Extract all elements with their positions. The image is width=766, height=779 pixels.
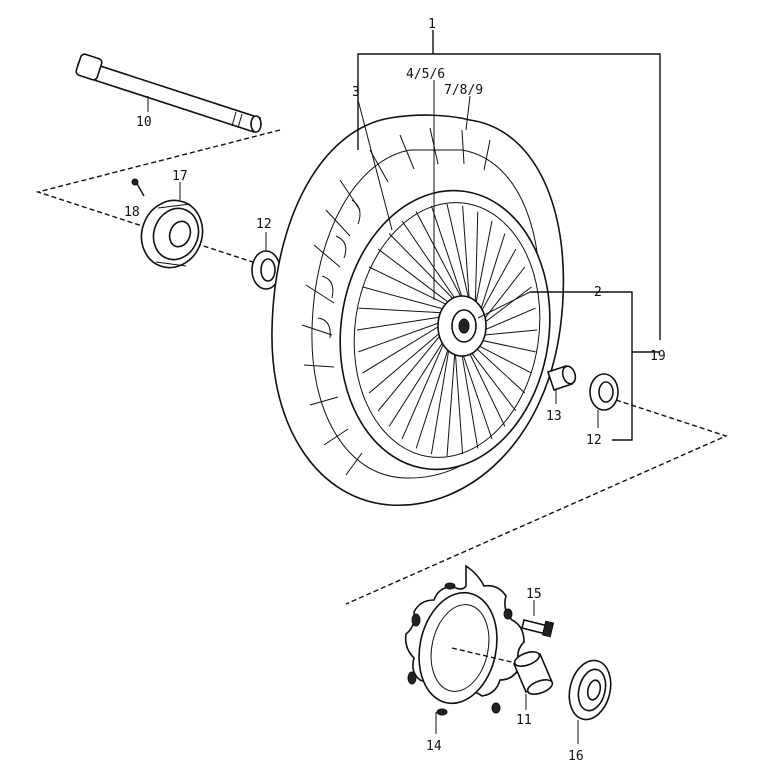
spoke [356,315,449,331]
spoke [430,338,452,455]
label-17: 17 [172,169,188,184]
bolt-part-15 [521,619,555,638]
leader-7-8-9 [465,95,471,131]
spoke [430,205,467,310]
label-15: 15 [526,587,542,602]
label-4-5-6: 4/5/6 [406,67,445,82]
spoke [388,233,463,309]
spoke [459,343,479,449]
spoke [358,307,454,314]
spoke [377,327,447,412]
disc-axis [451,647,521,665]
label-13: 13 [546,409,562,424]
spoke [362,321,448,374]
hub [437,295,487,357]
label-12-left: 12 [256,217,272,232]
spoke [358,318,451,353]
spoke [401,220,462,309]
spoke [464,343,506,427]
spoke [474,211,479,316]
label-11: 11 [516,713,532,728]
bearing-part-12-left [251,250,281,290]
spacer-part-11 [512,651,554,695]
spoke [454,342,464,455]
leader-2-hub [477,291,531,319]
spoke [362,286,453,312]
spoke [368,266,458,311]
label-1: 1 [428,17,436,32]
label-3: 3 [352,85,360,100]
label-7-8-9: 7/8/9 [444,83,483,98]
bracket-1 [357,53,661,340]
spacer-part-13 [546,364,577,392]
axle-part-10 [75,53,262,133]
label-18: 18 [124,205,140,220]
spoke [458,343,493,440]
label-10: 10 [136,115,152,130]
label-19: 19 [650,349,666,364]
bearing-part-16 [568,659,612,721]
spoke [415,336,453,449]
label-14: 14 [426,739,442,754]
spoke [463,342,517,412]
spoke [446,203,472,312]
bearing-part-17 [140,199,204,269]
spoke [377,248,457,310]
label-16: 16 [568,749,584,764]
screw-part-18 [131,178,145,197]
spoke [476,233,506,322]
spoke [462,205,471,314]
spoke [415,211,468,309]
bracket-2 [530,291,633,441]
dashed-plane-right [345,399,728,605]
label-2: 2 [594,285,602,300]
brake-disc-part-14 [404,564,525,716]
spoke [446,340,457,457]
label-12-right: 12 [586,433,602,448]
spoke [469,341,526,394]
spoke [401,333,449,440]
spoke [368,324,450,394]
leader-3 [357,99,393,231]
bearing-part-12-right [589,373,619,411]
spoke [388,330,451,427]
spoke [473,338,536,353]
